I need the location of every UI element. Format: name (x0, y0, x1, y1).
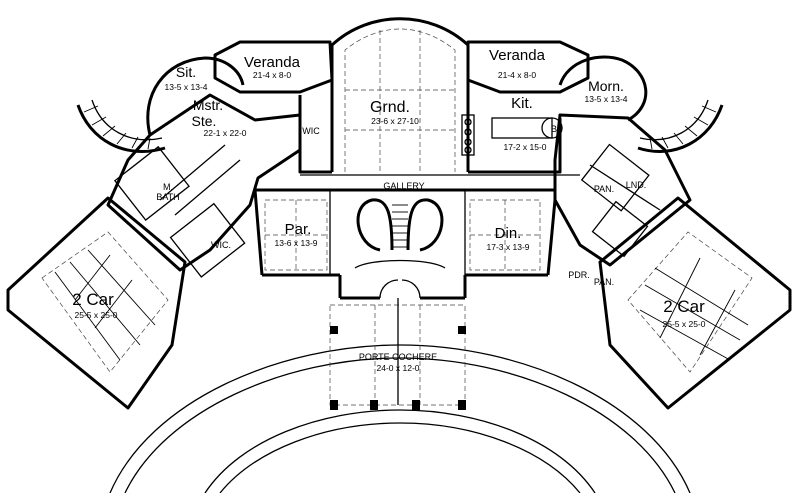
parlor-dim: 13-6 x 13-9 (275, 238, 318, 248)
veranda-right-outline (466, 40, 590, 94)
grand-label: Grnd. (370, 99, 410, 116)
porte-cochere-dim: 24-0 x 12-0 (377, 363, 420, 373)
garage-left-label: 2 Car (72, 290, 114, 309)
master-dim: 22-1 x 22-0 (204, 128, 247, 138)
kitchen-fixtures (461, 114, 563, 156)
curved-stair-right (637, 99, 724, 153)
garage-right (598, 196, 792, 410)
garage-right-label: 2 Car (663, 297, 705, 316)
porte-cochere-label: PORTE COCHERE (359, 352, 437, 362)
garage-left-dim: 25-5 x 25-0 (75, 310, 118, 320)
grand-dim: 23-6 x 27-10 (371, 116, 419, 126)
oven-label: B (551, 124, 557, 134)
kitchen-label: Kit. (511, 95, 533, 112)
kitchen-dim: 17-2 x 15-0 (504, 142, 547, 152)
mbath-label-line2: BATH (156, 192, 179, 202)
pantry-upper-label: PAN. (594, 184, 614, 194)
veranda-right-label: Veranda (489, 47, 546, 64)
laundry-label: LND. (626, 180, 647, 190)
entry (338, 275, 467, 300)
garage-right-dim: 25-5 x 25-0 (663, 319, 706, 329)
curved-stair-left (76, 99, 166, 153)
sit-bay (146, 56, 245, 136)
garage-left (6, 196, 187, 410)
dining-label: Din. (495, 225, 522, 242)
gallery-label: GALLERY (383, 181, 424, 191)
morning-dim: 13-5 x 13-4 (585, 94, 628, 104)
veranda-left-label: Veranda (244, 54, 301, 71)
parlor-label: Par. (285, 221, 312, 238)
dining-dim: 17-3 x 13-9 (487, 242, 530, 252)
pantry-lower-label: PAN. (594, 277, 614, 287)
pdr-label: PDR. (568, 270, 590, 280)
dining-grid (469, 199, 541, 271)
core-walls (253, 95, 580, 277)
veranda-left-dim: 21-4 x 8-0 (253, 70, 292, 80)
porte-cochere-outline (329, 298, 466, 410)
morning-bay (558, 55, 648, 122)
sit-label: Sit. (176, 64, 196, 80)
gallery-stair (354, 198, 446, 269)
parlor-grid (264, 199, 328, 271)
master-label-line2: Ste. (192, 113, 217, 129)
morning-label: Morn. (588, 78, 624, 94)
veranda-right-dim: 21-4 x 8-0 (498, 70, 537, 80)
wic-upper-label: WIC (302, 126, 320, 136)
master-label-line1: Mstr. (193, 97, 223, 113)
grand-room-outline (330, 17, 470, 172)
sit-dim: 13-5 x 13-4 (165, 82, 208, 92)
mbath-label-line1: M. (163, 182, 173, 192)
veranda-left-outline (213, 40, 334, 94)
wic-lower-label: WIC. (211, 240, 231, 250)
driveway-curves (109, 344, 691, 493)
